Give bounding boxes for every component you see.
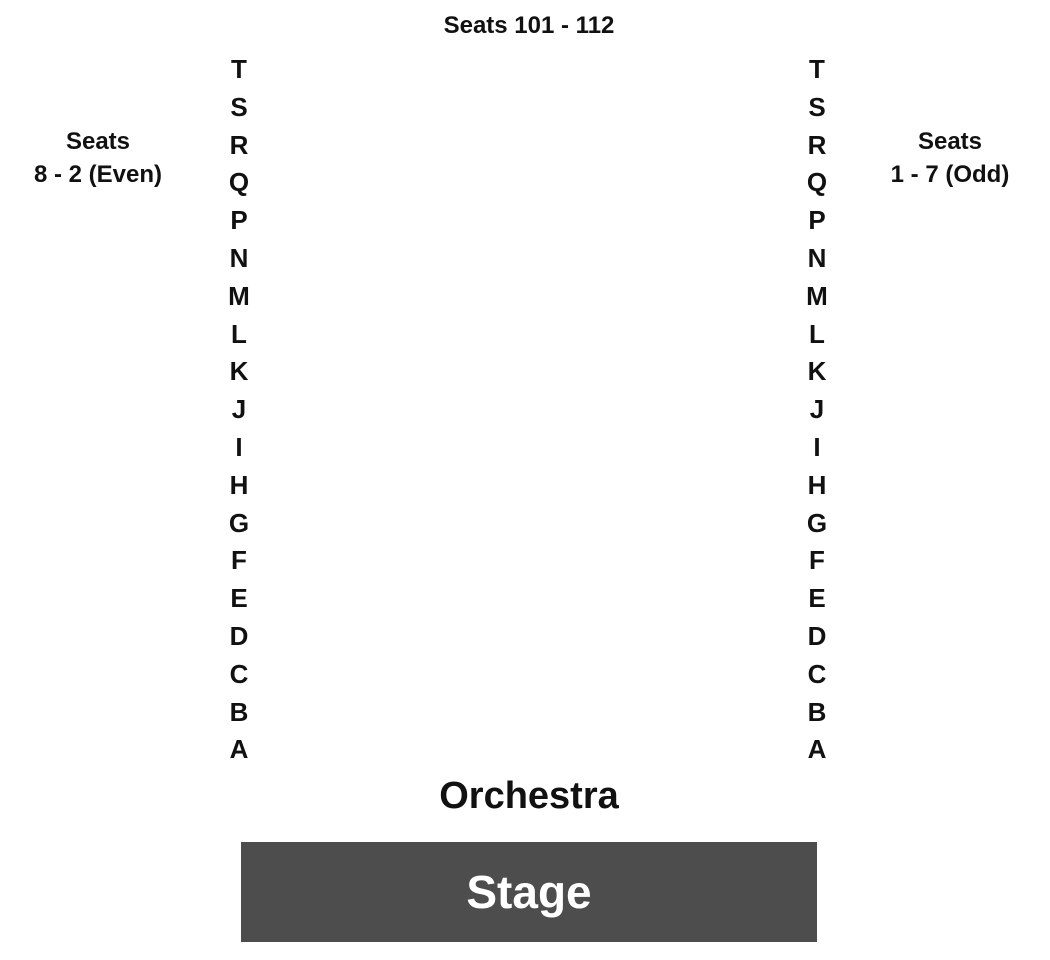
left-row-label: H [229, 469, 249, 500]
left-row-label: E [230, 583, 248, 614]
right-row-label: N [807, 242, 827, 273]
left-seats-line1: Seats [65, 128, 131, 155]
right-row-label: L [809, 318, 825, 349]
left-row-label: R [229, 129, 249, 160]
left-row-label: A [229, 734, 249, 765]
left-row-label: B [229, 696, 249, 727]
right-row-label: F [809, 545, 825, 576]
left-row-label: T [231, 54, 247, 84]
stage-label: Stage [466, 866, 592, 918]
right-seats-line1: Seats [917, 128, 983, 155]
right-row-label: B [807, 696, 827, 727]
right-row-label: G [806, 507, 828, 538]
left-row-label: G [228, 507, 250, 538]
right-row-label: K [807, 356, 827, 387]
right-row-label: P [808, 205, 826, 236]
right-row-label: C [807, 658, 827, 689]
left-row-label: M [228, 280, 250, 311]
left-row-label: L [231, 318, 247, 349]
right-row-label: T [809, 54, 825, 84]
left-row-label: D [229, 620, 249, 651]
right-row-label: Q [806, 167, 828, 198]
right-row-label: J [809, 394, 825, 425]
right-row-label: H [807, 469, 827, 500]
left-row-label: S [230, 91, 248, 122]
center-seats-label: Seats 101 - 112 [443, 12, 615, 39]
left-row-label: C [229, 658, 249, 689]
right-row-label: I [813, 431, 821, 462]
right-seats-line2: 1 - 7 (Odd) [890, 161, 1010, 188]
left-row-label: Q [228, 167, 250, 198]
left-row-label: F [231, 545, 247, 576]
right-row-label: S [808, 91, 826, 122]
stage-block: Stage [241, 842, 817, 942]
right-row-label: R [807, 129, 827, 160]
right-row-label: A [807, 734, 827, 765]
right-row-label: D [807, 620, 827, 651]
left-row-label: P [230, 205, 248, 236]
section-label-orchestra: Orchestra [439, 775, 619, 817]
right-seats-label: Seats 1 - 7 (Odd) [850, 125, 1050, 191]
left-row-label: N [229, 242, 249, 273]
right-row-label: M [806, 280, 828, 311]
left-row-label: I [235, 431, 243, 462]
left-row-label: J [231, 394, 247, 425]
left-seats-label: Seats 8 - 2 (Even) [0, 125, 198, 191]
left-seats-line2: 8 - 2 (Even) [33, 161, 163, 188]
left-row-label: K [229, 356, 249, 387]
right-row-label: E [808, 583, 826, 614]
